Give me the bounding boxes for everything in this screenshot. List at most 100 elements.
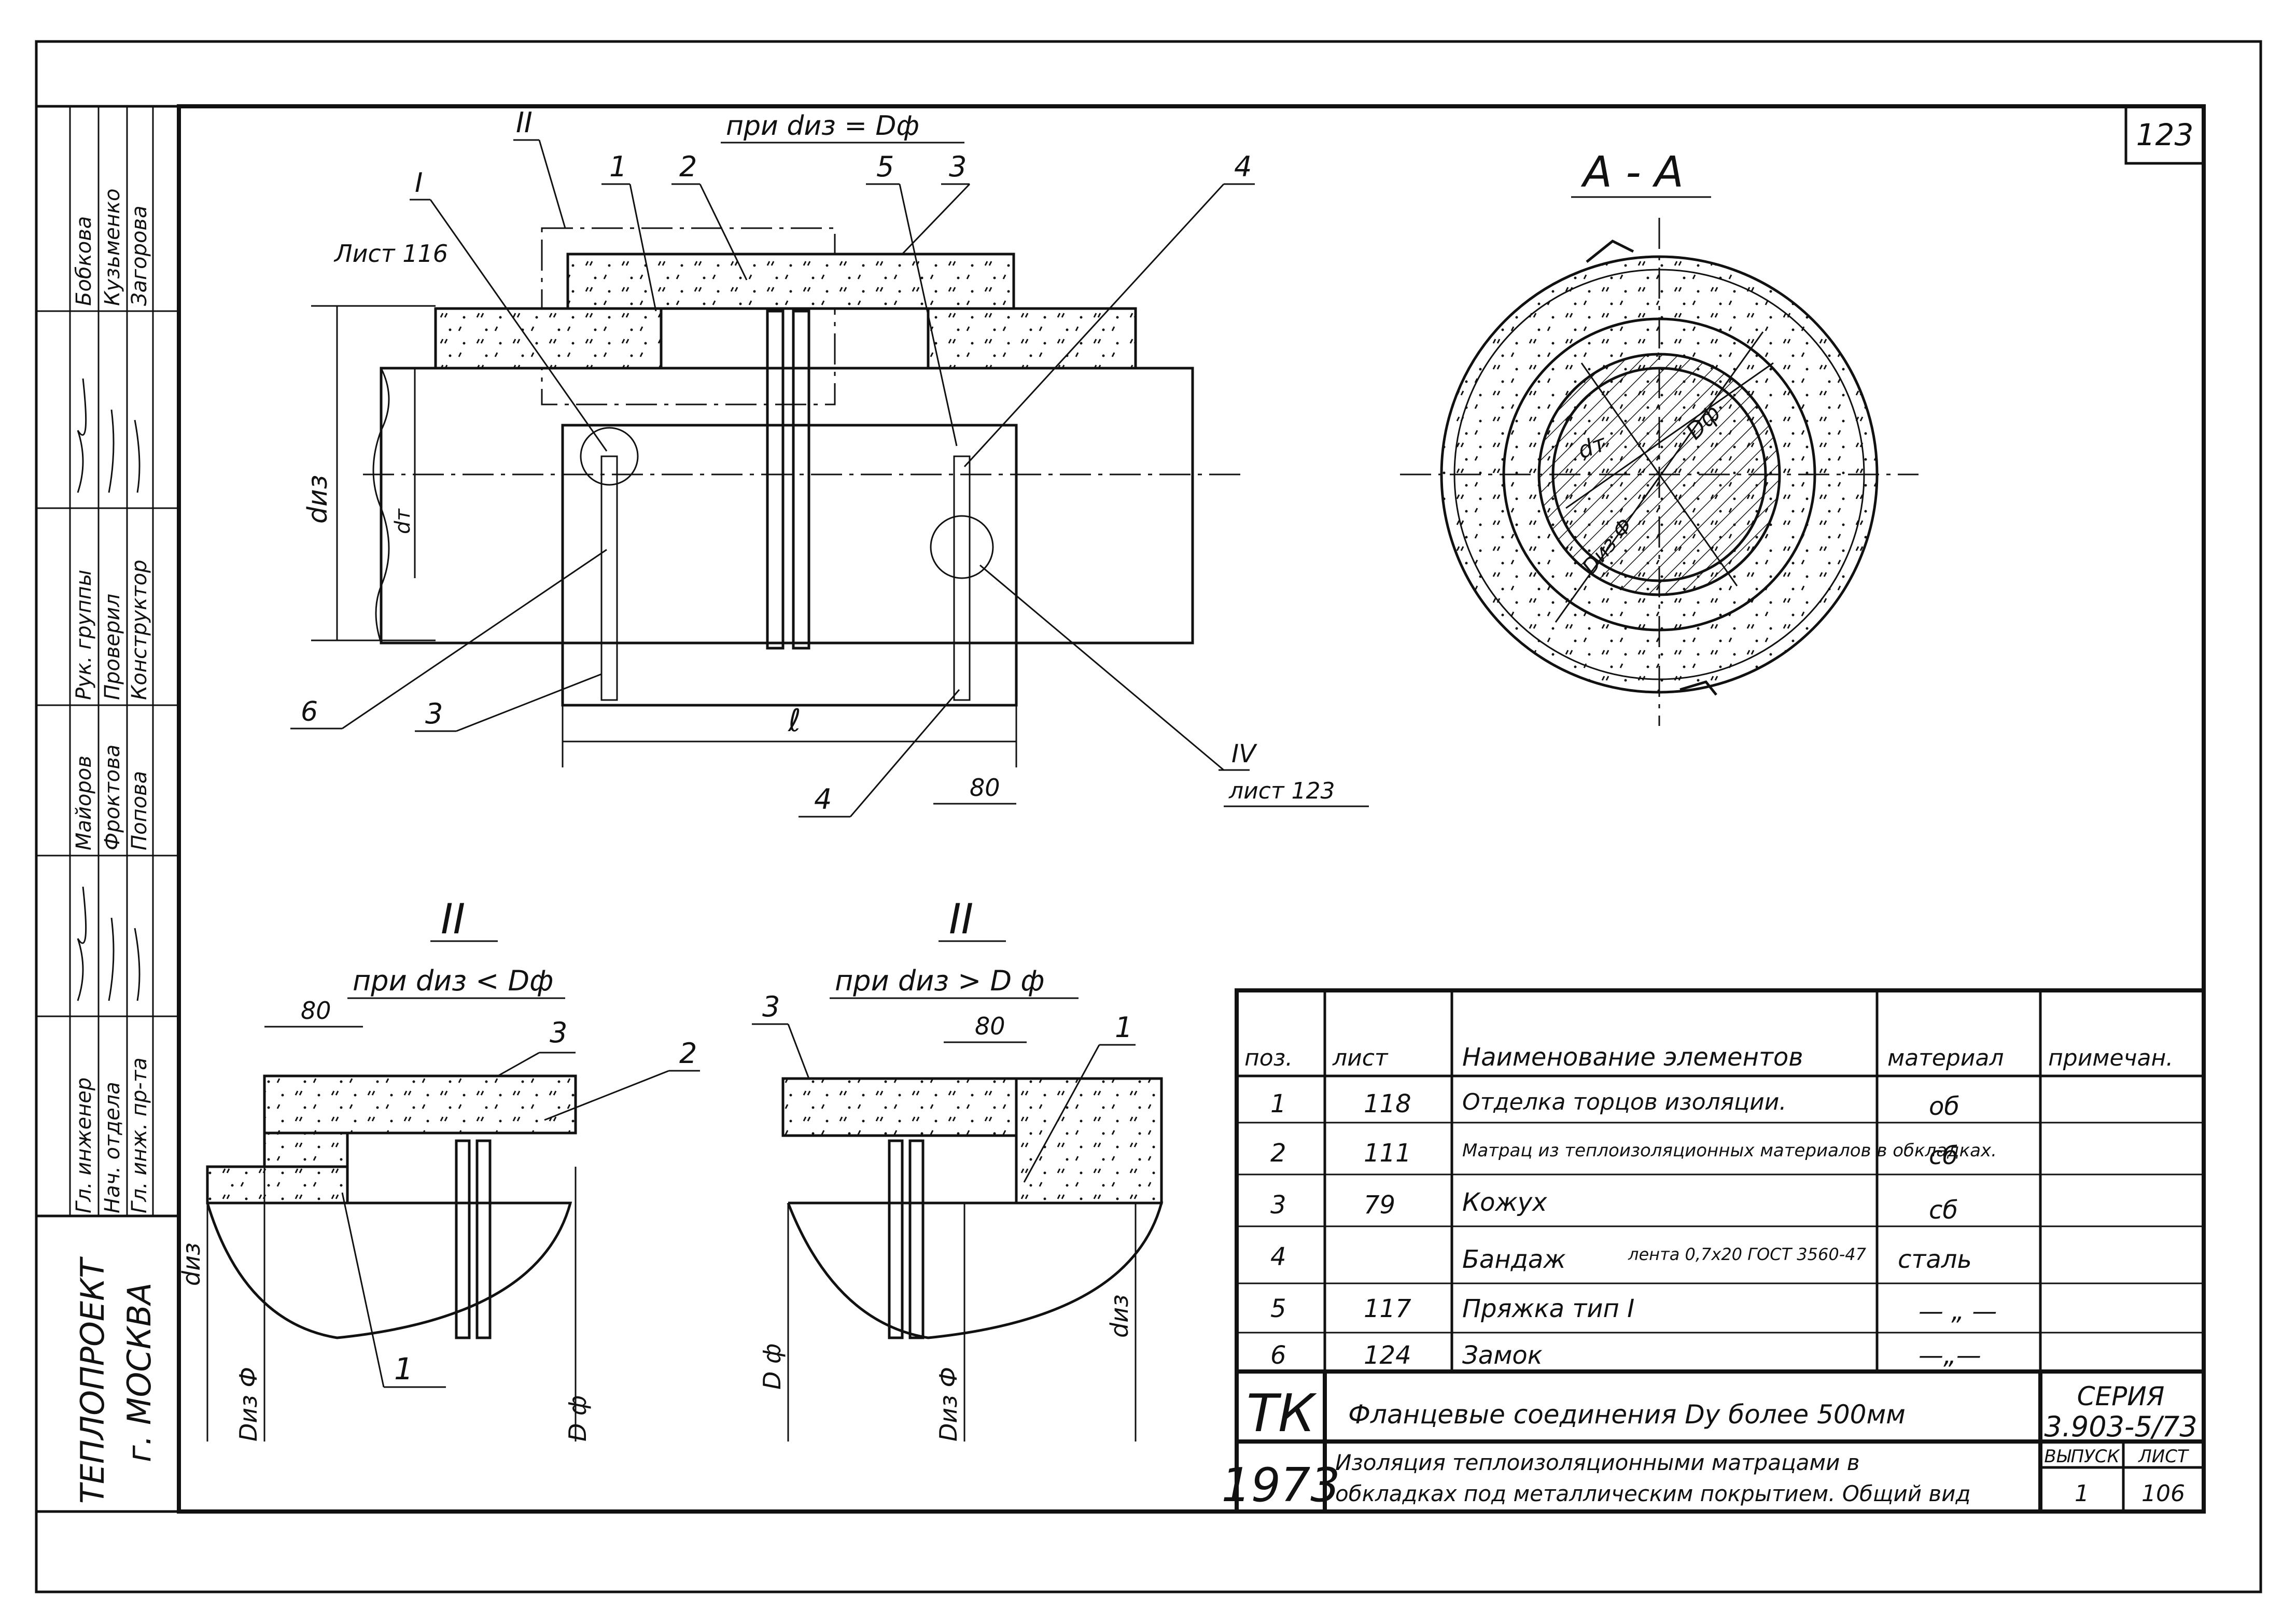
detail-right-title: II [949,895,973,943]
side-name-4: Бобкова [72,216,96,306]
detail-left-condition: при dиз < Dф [353,964,553,997]
row4-name: Бандаж [1462,1245,1566,1274]
side-role-1: Гл. инженер [72,1078,96,1213]
pos-1-label: 1 [609,150,627,183]
side-role-3: Гл. инж. пр-та [128,1057,151,1213]
title-block: ТК 1973 Фланцевые соединения Dу более 50… [1221,1372,2204,1513]
row3-pos: 3 [1270,1191,1286,1220]
row6-sheet: 124 [1364,1341,1411,1370]
detail-left-axis2: Dиз Ф [234,1367,262,1442]
detail-left-title: II [441,895,465,943]
side-block: Гл. инженер Нач. отдела Гл. инж. пр-та Р… [36,106,180,1512]
col-header-pos: поз. [1244,1045,1293,1071]
title-line-1: Фланцевые соединения Dу более 500мм [1348,1400,1906,1430]
pos-5-label: 5 [876,150,894,183]
col-header-name: Наименование элементов [1462,1043,1803,1072]
side-name-1: Майоров [72,755,96,850]
series-label: СЕРИЯ [2077,1381,2165,1411]
row4-name-extra: лента 0,7x20 ГОСТ 3560-47 [1628,1244,1867,1264]
detail-left-pos1: 1 [394,1351,413,1387]
row2-name: Матрац из теплоизоляционных материалов в… [1462,1140,1997,1161]
pos-3-label: 3 [949,150,967,183]
pos-4b-label: 4 [814,783,832,816]
side-role-6: Конструктор [128,559,151,700]
detail-left-axis3: D ф [564,1395,592,1442]
pos-I-label: I [415,167,423,199]
col-header-note: примечан. [2048,1045,2173,1071]
section-AA: А - А dт Dф Dиз Ф [1400,148,1919,726]
year-mark: 1973 [1221,1458,1340,1513]
detail-right-pos3: 3 [762,990,780,1023]
row5-material: — „ — [1919,1297,1997,1326]
row2-sheet: 111 [1364,1139,1411,1168]
row6-material: —„— [1919,1341,1981,1370]
detail-left-pos2: 2 [679,1037,697,1070]
dim-length: ℓ [788,703,801,739]
detail-IV-label: IV [1231,739,1257,768]
row3-name: Кожух [1462,1188,1547,1217]
row5-name: Пряжка тип I [1462,1294,1634,1323]
detail-left-axis1: dиз [177,1242,205,1286]
detail-right-pos1: 1 [1115,1011,1132,1044]
row4-pos: 4 [1270,1242,1286,1271]
row1-name: Отделка торцов изоляции. [1462,1089,1786,1115]
side-role-2: Нач. отдела [101,1082,124,1213]
side-name-6: Загорова [128,205,151,306]
dim-gap: 80 [970,774,1000,802]
row1-sheet: 118 [1364,1089,1411,1118]
sheet-value: 106 [2141,1480,2185,1507]
detail-II-left: II при dиз < Dф 80 3 2 1 dиз Dиз Ф D ф [177,895,700,1442]
detail-right-axis2: Dиз Ф [934,1367,962,1442]
main-detail-II-ref: II [516,106,533,139]
row1-material: об [1929,1092,1959,1121]
row1-pos: 1 [1270,1089,1286,1118]
detail-II-right: II при dиз > D ф 80 3 1 D ф Dиз Ф dиз [752,895,1164,1442]
dim-diz: dиз [302,475,333,524]
pos-2-label: 2 [679,150,697,183]
side-name-3: Попова [128,771,151,850]
detail-IV-sheet: лист 123 [1228,778,1335,804]
row5-sheet: 117 [1364,1294,1411,1323]
side-role-4: Рук. группы [72,570,96,700]
sheet-label: ЛИСТ [2137,1446,2189,1467]
detail-right-condition: при dиз > D ф [835,964,1044,997]
issue-value: 1 [2075,1480,2089,1507]
main-condition-label: при dиз = Dф [726,110,919,142]
side-name-5: Кузьменко [101,189,124,306]
dim-dt: dт [391,508,415,534]
row4-material: сталь [1898,1245,1972,1274]
ref-sheet-116: Лист 116 [333,240,448,268]
sheet-number: 123 [2136,117,2194,152]
detail-right-dim: 80 [975,1012,1005,1040]
spec-table: поз. лист Наименование элементов материа… [1235,988,2206,1514]
detail-left-pos3: 3 [550,1016,567,1049]
row2-material: сб [1929,1141,1958,1170]
detail-right-axis1: D ф [758,1344,786,1390]
tk-mark: ТК [1247,1383,1317,1444]
title-line-3: обкладках под металлическим покрытием. О… [1335,1481,1971,1506]
row2-pos: 2 [1270,1139,1286,1168]
pos-4-label: 4 [1234,150,1252,183]
main-view: при dиз = Dф II dиз dт [290,106,1369,818]
org-city: г. МОСКВА [120,1282,158,1462]
row3-material: сб [1929,1196,1958,1225]
issue-label: ВЫПУСК [2044,1446,2120,1467]
detail-right-axis3: dиз [1105,1294,1133,1338]
org-name: ТЕПЛОПРОЕКТ [74,1256,111,1504]
col-header-sheet: лист [1332,1045,1389,1071]
pos-3b-label: 3 [425,697,443,730]
side-role-5: Проверил [101,594,124,700]
row6-pos: 6 [1270,1341,1286,1370]
series-value: 3.903-5/73 [2044,1410,2197,1443]
side-name-2: Фроктова [101,745,124,850]
row3-sheet: 79 [1364,1191,1395,1220]
detail-left-dim: 80 [301,997,331,1025]
pos-6-label: 6 [301,696,318,727]
row5-pos: 5 [1270,1294,1286,1323]
section-AA-title: А - А [1580,148,1684,197]
row6-name: Замок [1462,1341,1543,1370]
col-header-material: материал [1887,1045,2004,1071]
title-line-2: Изоляция теплоизоляционными матрацами в [1335,1450,1860,1475]
sheet-number-box: 123 [2124,105,2205,165]
